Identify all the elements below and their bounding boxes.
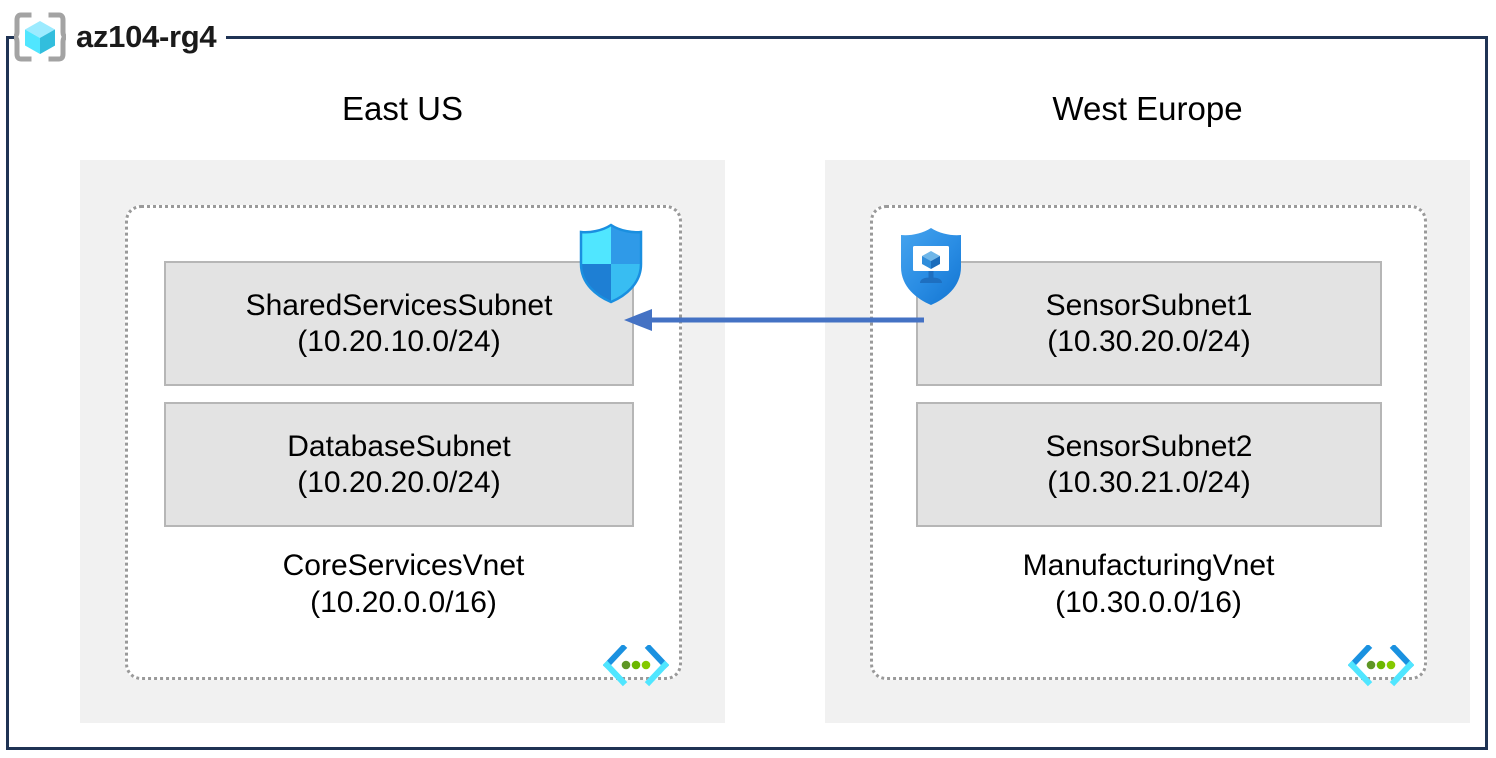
vnet-name-coreservicesvnet: CoreServicesVnet [282,549,525,582]
virtual-network-icon [1348,645,1414,687]
subnet-sensorsubnet2[interactable]: SensorSubnet2 (10.30.21.0/24) [916,402,1382,527]
subnet-name-sensorsubnet2: SensorSubnet2 [1045,429,1253,463]
region-east-us: East US CoreServicesVnet (10.20.0.0/16) [80,90,725,723]
virtual-network-icon [603,645,669,687]
vnet-peering-arrow [624,309,924,331]
vnet-name-manufacturingvnet: ManufacturingVnet [1022,549,1275,582]
protected-virtual-machine-shield-icon [901,228,961,305]
subnet-cidr-sharedservicessubnet: (10.20.10.0/24) [297,324,501,358]
subnet-name-sensorsubnet1: SensorSubnet1 [1045,288,1253,322]
resource-group-frame [6,36,1488,750]
subnet-cidr-sensorsubnet2: (10.30.21.0/24) [1047,465,1251,499]
vnet-label-coreservicesvnet: CoreServicesVnet (10.20.0.0/16) [128,548,679,621]
subnet-name-databasesubnet: DatabaseSubnet [287,429,511,463]
resource-group-name: az104-rg4 [76,19,217,54]
vnet-cidr-coreservicesvnet: (10.20.0.0/16) [310,585,497,619]
subnet-name-sharedservicessubnet: SharedServicesSubnet [245,288,553,322]
vnet-label-manufacturingvnet: ManufacturingVnet (10.30.0.0/16) [873,548,1424,621]
region-west-europe: West Europe ManufacturingVnet (10.30.0.0… [825,90,1470,723]
region-label-east-us: East US [341,90,464,127]
resource-group-cube-icon [14,12,66,62]
subnet-databasesubnet[interactable]: DatabaseSubnet (10.20.20.0/24) [164,402,634,527]
subnet-cidr-databasesubnet: (10.20.20.0/24) [297,465,501,499]
subnet-sensorsubnet1[interactable]: SensorSubnet1 (10.30.20.0/24) [916,261,1382,386]
subnet-cidr-sensorsubnet1: (10.30.20.0/24) [1047,324,1251,358]
network-security-group-shield-icon [579,223,643,304]
subnet-sharedservicessubnet[interactable]: SharedServicesSubnet (10.20.10.0/24) [164,261,634,386]
region-label-west-europe: West Europe [1052,90,1243,127]
resource-group-header: az104-rg4 [14,12,227,62]
vnet-cidr-manufacturingvnet: (10.30.0.0/16) [1055,585,1242,619]
